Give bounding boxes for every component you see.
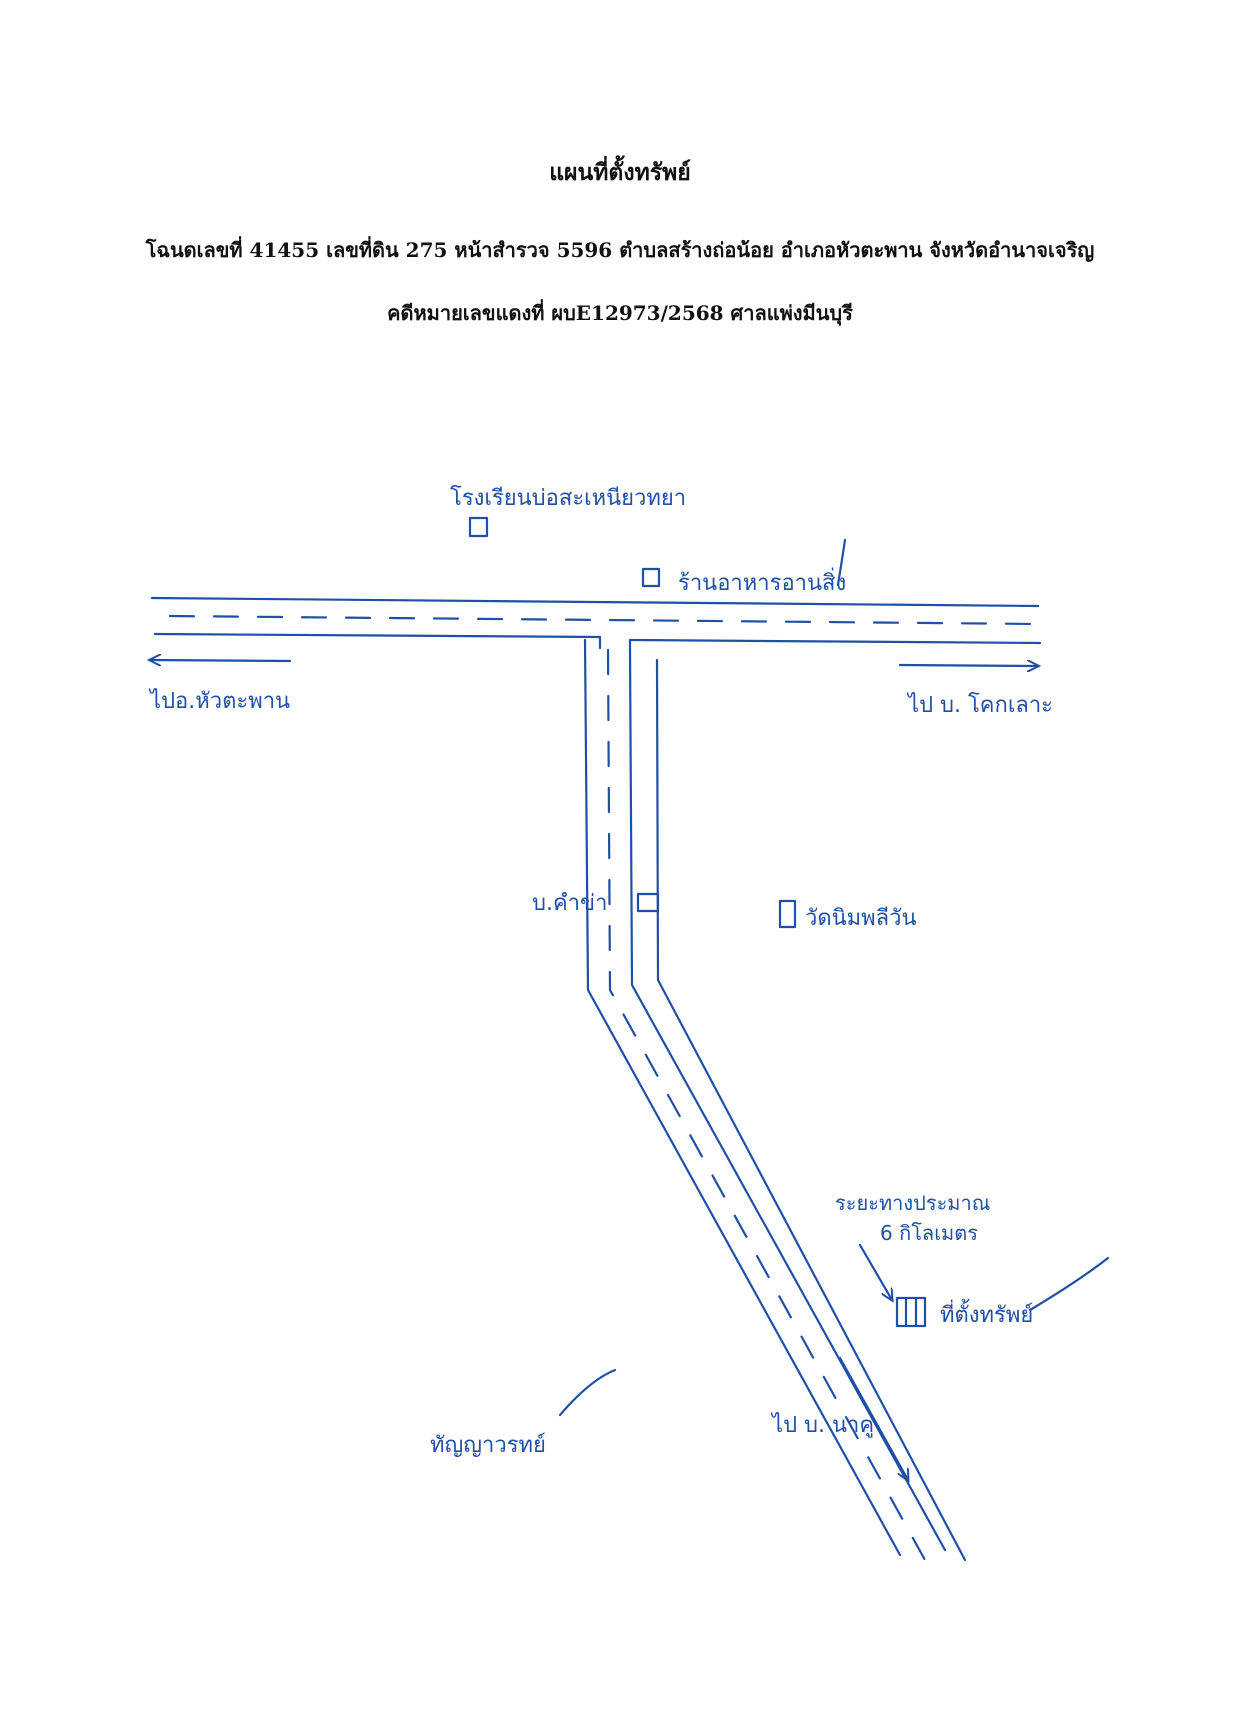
main-road-top-edge [150, 596, 1040, 608]
property-label: ที่ตั้งทรัพย์ [940, 1299, 1033, 1328]
temple-label: วัดนิมพลีวัน [805, 906, 917, 931]
side-road-right-edge [655, 658, 967, 1562]
school-marker [468, 516, 489, 538]
temple-marker [778, 899, 797, 929]
shop-marker [641, 567, 661, 588]
shop-label: ร้านอาหารอานสิ่ง [678, 567, 846, 596]
property-marker [895, 1296, 927, 1328]
document-title: แผนที่ตั้งทรัพย์ [549, 159, 691, 186]
to-west-label: ไปอ.หัวตะพาน [148, 688, 290, 714]
village-marker [636, 892, 660, 913]
arrow-to-south [838, 1356, 908, 1480]
to-east-label: ไป บ. โคกเลาะ [906, 692, 1053, 718]
deed-info-line: โฉนดเลขที่ 41455 เลขที่ดิน 275 หน้าสำรวจ… [145, 238, 1095, 262]
property-label-flourish [1028, 1256, 1110, 1312]
to-south-label: ไป บ. นาคู [770, 1412, 874, 1438]
school-label: โรงเรียนบ่อสะเหนียวทยา [450, 485, 686, 511]
shop-label-flourish [836, 538, 847, 587]
arrow-to-property [858, 1243, 892, 1300]
side-road-centerline [606, 648, 927, 1562]
case-number-line: คดีหมายเลขแดงที่ ผบE12973/2568 ศาลแพ่งมี… [387, 301, 853, 325]
main-road-centerline [168, 614, 1040, 626]
distance-label: ระยะทางประมาณ [835, 1191, 990, 1215]
arrow-to-west [150, 660, 292, 661]
signature-label: ทัญญาวรทย์ [430, 1433, 546, 1458]
main-road-bottom-edge-east [628, 638, 1042, 652]
main-road-bottom-edge-west [153, 632, 602, 650]
side-road-left-edge [583, 638, 902, 1557]
distance-value-label: 6 กิโลเมตร [880, 1221, 978, 1245]
village-label: บ.คำข่า [532, 891, 607, 916]
signature-flourish [558, 1368, 617, 1417]
side-road-inner-edge [628, 648, 947, 1552]
arrow-to-east [898, 665, 1038, 666]
